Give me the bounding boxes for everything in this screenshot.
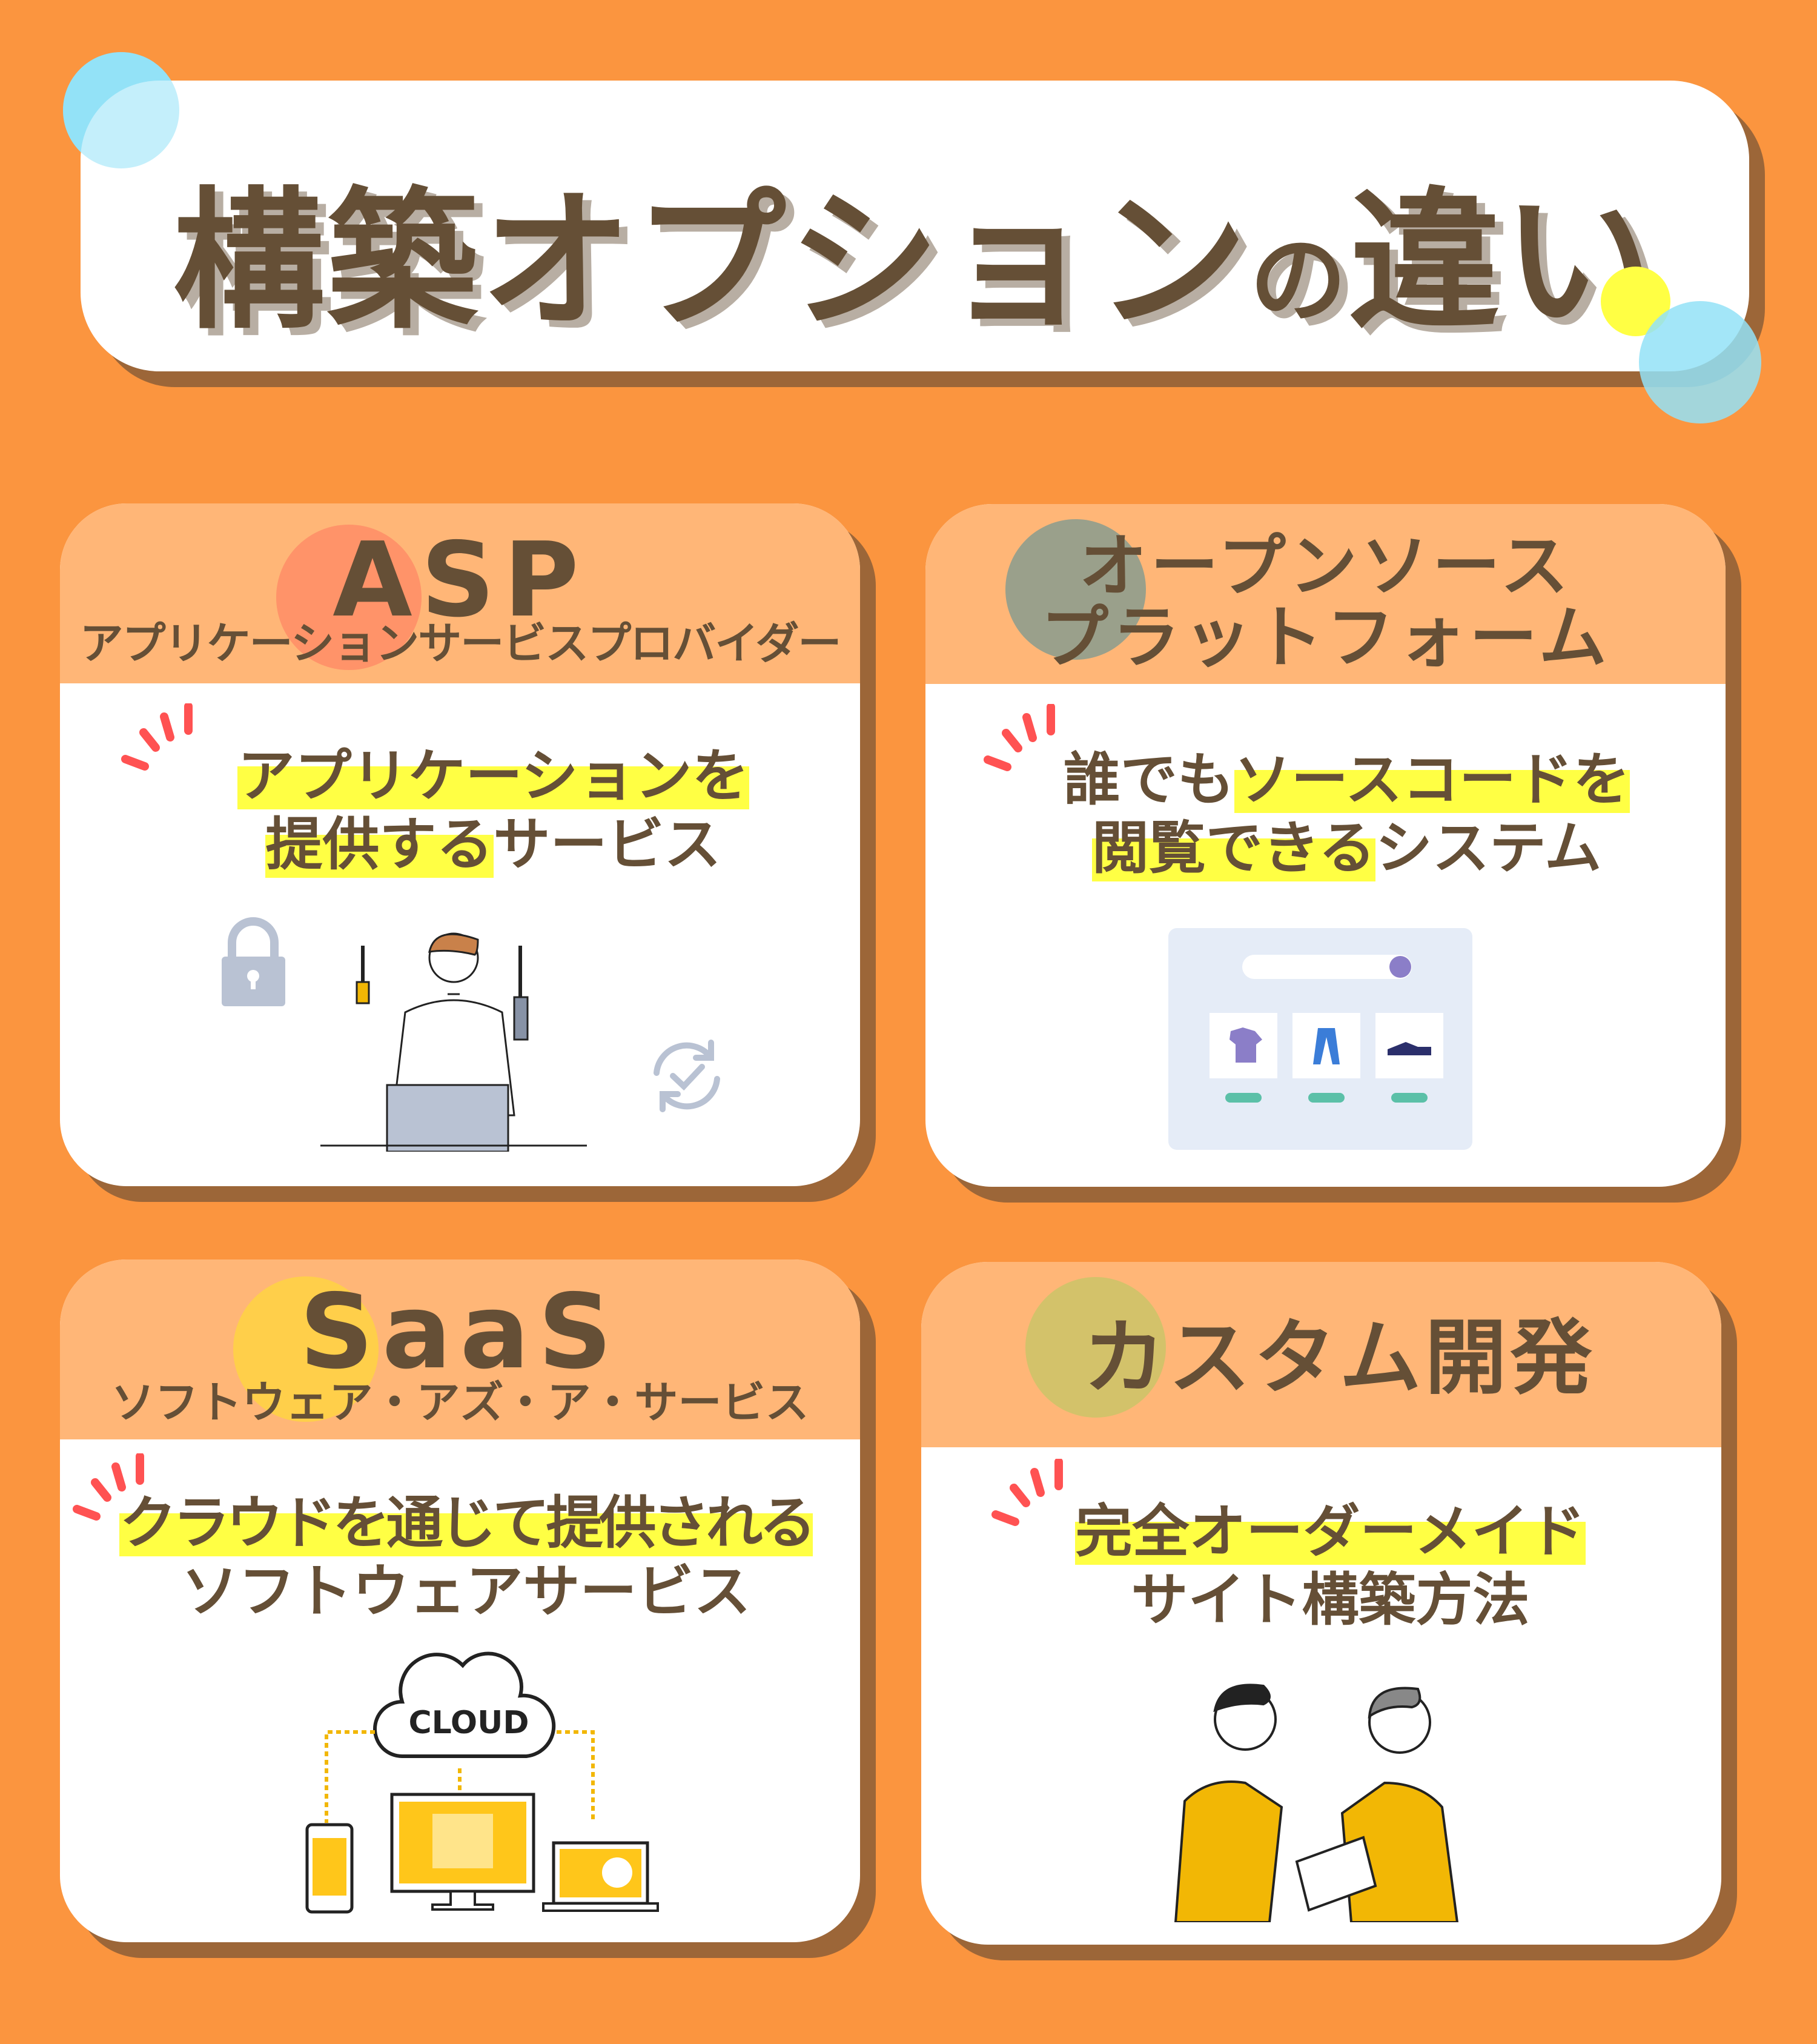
cloud-label: CLOUD (408, 1705, 529, 1741)
title-box: 構築オプションの違い (81, 81, 1749, 371)
decor-circle (276, 525, 422, 670)
card-description: アプリケーションを提供するサービス (237, 743, 749, 878)
card-custom-dev: カスタム開発 完全オーダーメイドサイト構築方法 (921, 1262, 1721, 1945)
emphasis-sparks-icon (984, 704, 1055, 771)
decor-circle (1005, 519, 1146, 660)
card-header: オープンソースプラットフォーム (925, 504, 1726, 684)
card-heading: SaaS (299, 1272, 621, 1392)
price-tag (1225, 1093, 1262, 1103)
lock-icon (222, 917, 285, 1006)
shop-mockup (1168, 928, 1472, 1150)
card-description: 完全オーダーメイドサイト構築方法 (1075, 1499, 1586, 1633)
card-subheading: ソフトウェア・アズ・ア・サービス (111, 1377, 809, 1428)
decor-circle (1639, 301, 1761, 423)
product-pants (1292, 1013, 1360, 1078)
connector-lines (325, 1730, 595, 1823)
card-saas: SaaS ソフトウェア・アズ・ア・サービス クラウドを通じて提供されるソフトウェ… (60, 1259, 860, 1942)
search-bar (1242, 955, 1412, 979)
card-heading: カスタム開発 (1083, 1310, 1596, 1405)
card-description: 誰でもソースコードを閲覧できるシステム (1063, 747, 1630, 881)
decor-circle (63, 52, 179, 168)
card-header: SaaS ソフトウェア・アズ・ア・サービス (60, 1259, 860, 1439)
sync-check-icon (654, 1040, 720, 1112)
businessmen-illustration (1174, 1684, 1459, 1922)
page-title: 構築オプションの違い (173, 173, 1657, 350)
product-shirt (1210, 1013, 1277, 1078)
card-asp: ASP アプリケーションサービスプロバイダー アプリケーションを提供するサービス (60, 503, 860, 1186)
card-header: ASP アプリケーションサービスプロバイダー (60, 503, 860, 683)
emphasis-sparks-icon (121, 703, 193, 771)
phone-icon (305, 1823, 354, 1914)
card-description: クラウドを通じて提供されるソフトウェアサービス (119, 1490, 816, 1625)
card-heading: オープンソースプラットフォーム (1041, 527, 1610, 677)
laptop-icon (542, 1841, 659, 1912)
monitor-icon (390, 1793, 535, 1911)
emphasis-sparks-icon (991, 1459, 1063, 1526)
emphasis-sparks-icon (73, 1453, 144, 1521)
price-tag (1308, 1093, 1345, 1103)
cloud-icon (373, 1651, 556, 1758)
card-open-source: オープンソースプラットフォーム 誰でもソースコードを閲覧できるシステム (925, 504, 1726, 1187)
card-subheading: アプリケーションサービスプロバイダー (79, 618, 842, 669)
cloud-diagram: CLOUD (299, 1641, 723, 1914)
price-tag (1391, 1093, 1428, 1103)
decor-circle (1025, 1277, 1166, 1418)
search-icon (1389, 956, 1411, 978)
engineer-illustration (320, 932, 587, 1152)
decor-circle (233, 1276, 379, 1422)
card-heading: ASP (333, 520, 587, 640)
card-header: カスタム開発 (921, 1262, 1721, 1447)
product-shoe (1375, 1013, 1443, 1078)
